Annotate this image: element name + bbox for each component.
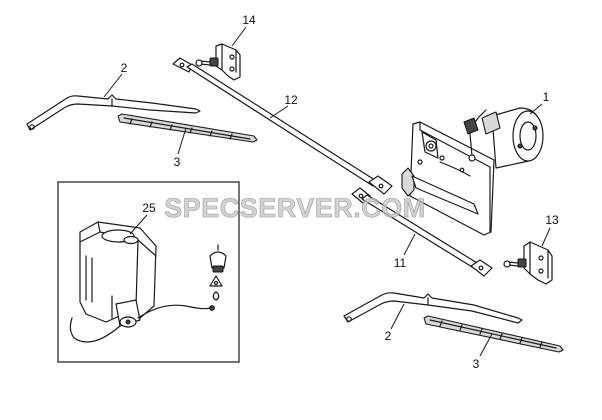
- leader-line-14: [231, 26, 247, 47]
- link-rod-lower: [351, 187, 493, 277]
- washer-pump: [115, 299, 141, 328]
- leader-line-2-upper: [103, 73, 123, 98]
- pivot-bracket-top: [195, 43, 241, 81]
- callout-arm-lower: 2: [385, 329, 392, 343]
- callout-link-lower: 11: [394, 256, 407, 270]
- wiper-arm-upper: [26, 94, 201, 131]
- leader-line-2-lower: [390, 303, 405, 330]
- link-rod-upper: [172, 57, 393, 195]
- leader-line-3-lower: [479, 333, 493, 357]
- callout-bracket-right: 13: [545, 213, 559, 227]
- callout-washer-kit: 25: [142, 201, 156, 215]
- callout-motor: 1: [543, 90, 550, 104]
- leader-line-12: [269, 105, 289, 119]
- leader-line-25: [129, 214, 148, 235]
- wiper-motor: [463, 107, 544, 169]
- leader-line-3-upper: [177, 127, 187, 155]
- callout-bracket-top: 14: [242, 13, 256, 27]
- leader-line-11: [403, 233, 416, 256]
- wiper-blade-lower: [423, 315, 564, 353]
- leader-line-1: [529, 103, 543, 115]
- motor-mounting-plate: [401, 121, 495, 236]
- callout-link-upper: 12: [284, 93, 298, 107]
- wiper-arm-lower: [343, 292, 523, 324]
- washer-reservoir: [79, 221, 157, 323]
- callout-blade-upper: 3: [174, 155, 181, 169]
- washer-nozzle: [209, 244, 227, 301]
- callout-arm-upper: 2: [121, 61, 128, 75]
- callout-blade-lower: 3: [473, 357, 480, 371]
- pivot-bracket-right: [503, 241, 553, 285]
- watermark-text: SPECSERVER.COM: [164, 193, 426, 223]
- wiper-blade-upper: [117, 113, 258, 143]
- washer-hose: [69, 304, 215, 343]
- leader-line-13: [541, 227, 551, 247]
